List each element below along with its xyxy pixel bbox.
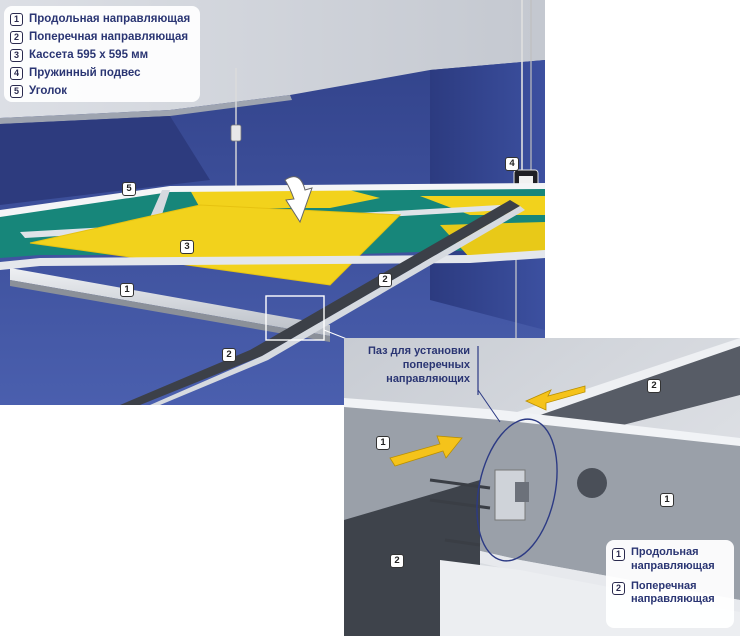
marker-detail-cross-rail: 2 bbox=[647, 379, 661, 393]
installation-arrow bbox=[284, 176, 313, 224]
label-line: направляющая bbox=[631, 559, 715, 572]
label-line: Поперечная bbox=[631, 579, 697, 592]
detail-legend: 1 Продольная направляющая 2 Поперечная н… bbox=[606, 540, 734, 628]
legend-label: Продольная направляющая bbox=[29, 13, 191, 25]
slot-highlight-ellipse bbox=[476, 418, 558, 562]
left-wall bbox=[0, 116, 210, 205]
cross-rail-edge bbox=[0, 250, 545, 270]
yellow-cassette bbox=[29, 204, 402, 286]
legend: 1 Продольная направляющая 2 Поперечная н… bbox=[4, 6, 200, 102]
callout-line: направляющих bbox=[386, 373, 470, 386]
detail-slot bbox=[429, 498, 491, 510]
legend-number: 1 bbox=[10, 12, 23, 26]
legend-item-3: 3 Кассета 595 x 595 мм bbox=[10, 46, 194, 64]
marker-wall-angle: 5 bbox=[122, 182, 136, 196]
main-rail-near-lip bbox=[10, 280, 330, 342]
insert-arrow-left bbox=[389, 435, 463, 467]
legend-number: 5 bbox=[10, 84, 23, 98]
wall-angle-corner bbox=[0, 183, 545, 217]
marker-cassette: 3 bbox=[180, 240, 194, 254]
cross-rail-near bbox=[120, 200, 520, 405]
detail-connector-tab bbox=[515, 482, 529, 502]
legend-label: Пружинный подвес bbox=[29, 67, 141, 79]
main-rail-near bbox=[10, 268, 330, 336]
detail-legend-label: Продольная направляющая bbox=[631, 546, 715, 574]
legend-label: Поперечная направляющая bbox=[29, 31, 189, 43]
insert-arrow-right bbox=[525, 385, 586, 411]
ceiling-edge bbox=[0, 95, 292, 124]
detail-legend-label: Поперечная направляющая bbox=[631, 580, 715, 608]
spring-hanger-far bbox=[230, 124, 242, 142]
marker-detail-cross-rail: 2 bbox=[390, 554, 404, 568]
marker-detail-main-rail: 1 bbox=[376, 436, 390, 450]
detail-rail-hole bbox=[577, 468, 607, 498]
detail-slot bbox=[429, 478, 491, 490]
legend-number: 4 bbox=[10, 66, 23, 80]
marker-cross-rail: 2 bbox=[378, 273, 392, 287]
marker-main-rail: 1 bbox=[120, 283, 134, 297]
marker-spring-hanger: 4 bbox=[505, 157, 519, 171]
legend-item-1: 1 Продольная направляющая bbox=[10, 10, 194, 28]
spring-hanger-clip bbox=[519, 176, 533, 185]
zoom-box bbox=[265, 295, 325, 341]
detail-slot bbox=[444, 538, 481, 547]
legend-number: 2 bbox=[10, 30, 23, 44]
detail-cross-rail-bulb bbox=[505, 338, 740, 422]
callout-line: Паз для установки bbox=[368, 345, 470, 357]
detail-main-rail-top bbox=[344, 398, 740, 446]
marker-detail-main-rail: 1 bbox=[660, 493, 674, 507]
legend-item-4: 4 Пружинный подвес bbox=[10, 64, 194, 82]
legend-number: 1 bbox=[612, 548, 625, 561]
marker-cross-rail: 2 bbox=[222, 348, 236, 362]
label-line: направляющая bbox=[631, 593, 715, 606]
legend-number: 3 bbox=[10, 48, 23, 62]
legend-label: Уголок bbox=[29, 85, 68, 97]
legend-label: Кассета 595 x 595 мм bbox=[29, 49, 149, 61]
cross-rail-near-top bbox=[150, 206, 525, 405]
callout-leader bbox=[477, 389, 501, 423]
main-scene bbox=[0, 0, 545, 405]
label-line: Продольная bbox=[631, 546, 699, 558]
callout-line: поперечных bbox=[402, 359, 470, 372]
legend-number: 2 bbox=[612, 581, 625, 595]
legend-item-2: 2 Поперечная направляющая bbox=[10, 28, 194, 46]
legend-item-5: 5 Уголок bbox=[10, 82, 194, 100]
slot-callout: Паз для установки поперечных направляющи… bbox=[366, 344, 470, 386]
detail-legend-item-1: 1 Продольная направляющая bbox=[612, 546, 728, 574]
detail-legend-item-2: 2 Поперечная направляющая bbox=[612, 580, 728, 608]
